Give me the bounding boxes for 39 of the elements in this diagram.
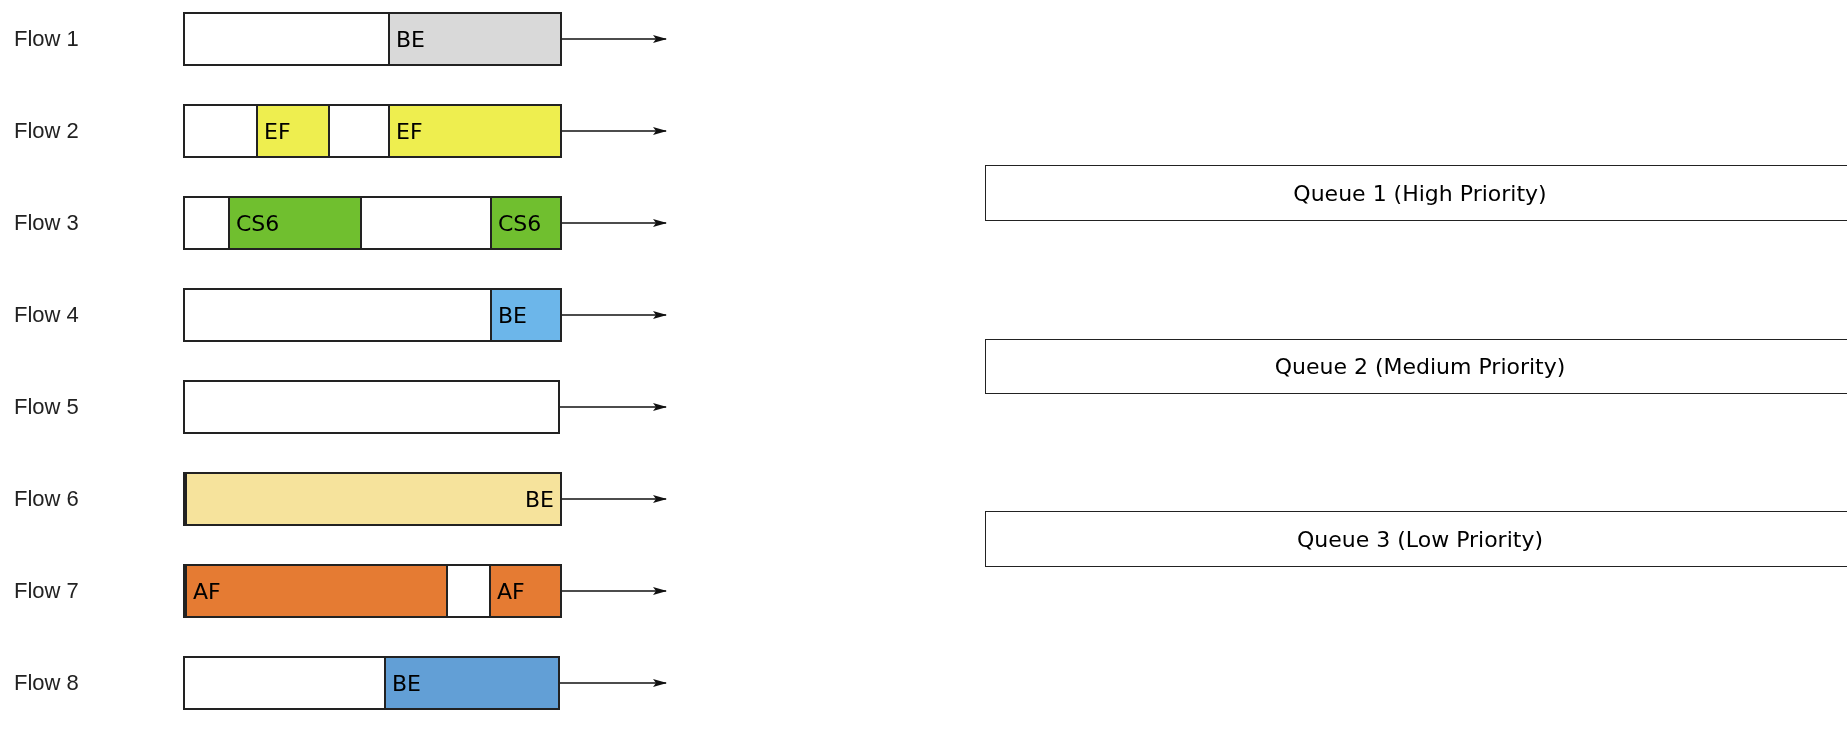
flow-bar [183, 288, 560, 342]
queue-box: Queue 3 (Low Priority) [985, 511, 1847, 567]
flow-bar [183, 380, 560, 434]
class-label: CS6 [498, 210, 542, 236]
packet-block [384, 656, 560, 710]
class-label: AF [193, 578, 221, 604]
packet-block [185, 564, 448, 618]
packet-block [490, 288, 562, 342]
packet-block [228, 196, 362, 250]
flow-bar [183, 656, 560, 710]
flow-label: Flow 1 [14, 26, 79, 52]
flow-label: Flow 2 [14, 118, 79, 144]
class-label: BE [396, 26, 425, 52]
flow-bar [183, 104, 560, 158]
flow-label: Flow 7 [14, 578, 79, 604]
packet-block [489, 564, 562, 618]
flow-label: Flow 6 [14, 486, 79, 512]
class-label: BE [392, 670, 421, 696]
packet-block [388, 104, 562, 158]
flow-label: Flow 3 [14, 210, 79, 236]
queue-box: Queue 1 (High Priority) [985, 165, 1847, 221]
flow-bar [183, 196, 560, 250]
packet-block [256, 104, 330, 158]
class-label: BE [525, 486, 554, 512]
arrow [559, 403, 667, 411]
packet-block [388, 12, 562, 66]
flow-label: Flow 4 [14, 302, 79, 328]
flow-label: Flow 8 [14, 670, 79, 696]
class-label: CS6 [236, 210, 280, 236]
flow-label: Flow 5 [14, 394, 79, 420]
packet-block [490, 196, 562, 250]
arrow [559, 679, 667, 687]
class-label: EF [396, 118, 423, 144]
class-label: BE [498, 302, 527, 328]
class-label: AF [497, 578, 525, 604]
queue-box: Queue 2 (Medium Priority) [985, 339, 1847, 394]
class-label: EF [264, 118, 291, 144]
flow-bar [183, 12, 560, 66]
flow-bar [183, 564, 560, 618]
